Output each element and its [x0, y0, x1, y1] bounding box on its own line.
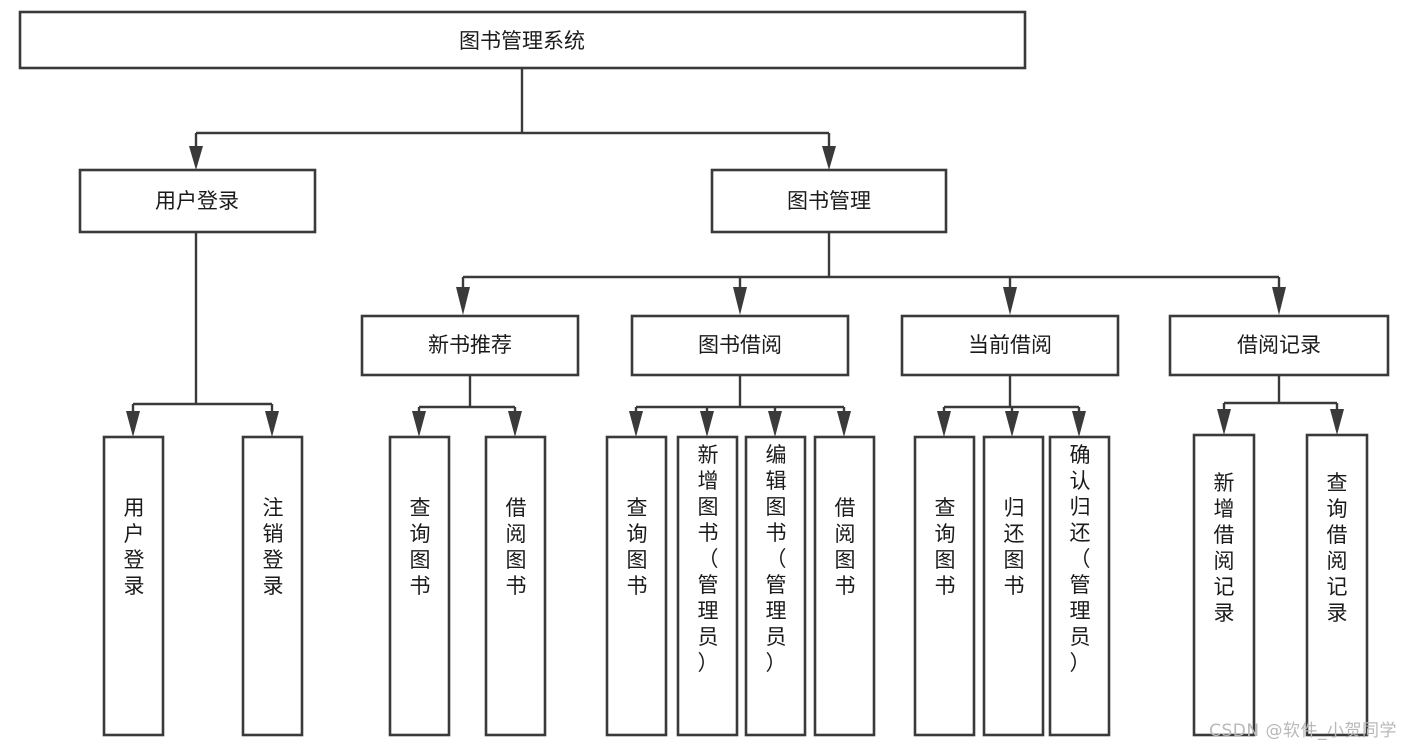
- arrow-leaf-borrow-book-2: [837, 411, 851, 437]
- edge-group-new-book-recommend: [412, 375, 522, 437]
- arrow-leaf-add-book: [700, 411, 714, 437]
- arrow-new-book-recommend: [456, 287, 470, 315]
- node-leaf-query-record[interactable]: 查询借阅记录: [1305, 433, 1369, 737]
- arrow-leaf-confirm-return: [1072, 411, 1086, 437]
- node-new-book-recommend-label: 新书推荐: [428, 333, 512, 357]
- node-leaf-return-book-label: 归还图书: [1004, 496, 1025, 598]
- node-book-borrow-box[interactable]: [630, 314, 850, 377]
- node-leaf-logout-login-label: 注销登录: [263, 496, 284, 598]
- node-leaf-add-book-label: 新增图书（管理员）: [698, 443, 719, 675]
- node-leaf-edit-book[interactable]: 编辑图书（管理员）: [744, 435, 807, 737]
- node-leaf-logout-login-box[interactable]: [241, 435, 304, 737]
- arrow-leaf-query-book-3: [937, 411, 951, 437]
- edge-group-user-login: [126, 232, 279, 437]
- node-leaf-return-book-box[interactable]: [982, 435, 1045, 737]
- node-leaf-query-book-3-box[interactable]: [913, 435, 976, 737]
- node-leaf-borrow-book-2-label: 借阅图书: [835, 496, 856, 598]
- arrow-leaf-query-book-1: [412, 411, 426, 437]
- arrow-book-manage: [822, 146, 836, 170]
- arrow-leaf-query-book-2: [629, 411, 643, 437]
- node-leaf-borrow-book-2[interactable]: 借阅图书: [813, 435, 876, 737]
- node-leaf-user-login[interactable]: 用户登录: [102, 435, 165, 737]
- node-leaf-query-record-label: 查询借阅记录: [1327, 471, 1348, 625]
- csdn-watermark: CSDN @软件_小贺同学: [1209, 721, 1397, 741]
- node-new-book-recommend-box[interactable]: [360, 314, 580, 377]
- node-leaf-add-record[interactable]: 新增借阅记录: [1192, 433, 1256, 737]
- arrow-borrow-record: [1272, 287, 1286, 315]
- node-leaf-borrow-book-2-box[interactable]: [813, 435, 876, 737]
- arrow-leaf-return-book: [1005, 411, 1019, 437]
- node-leaf-query-book-3-label: 查询图书: [935, 496, 956, 598]
- node-book-borrow[interactable]: 图书借阅: [630, 314, 850, 377]
- node-leaf-query-book-1[interactable]: 查询图书: [388, 435, 451, 737]
- node-leaf-edit-book-box[interactable]: [744, 435, 807, 737]
- node-current-borrow-label: 当前借阅: [968, 333, 1052, 357]
- node-leaf-confirm-return[interactable]: 确认归还（管理员）: [1048, 435, 1111, 737]
- node-leaf-query-book-2-label: 查询图书: [627, 496, 648, 598]
- node-leaf-query-book-3[interactable]: 查询图书: [913, 435, 976, 737]
- arrow-leaf-edit-book: [768, 411, 782, 437]
- node-current-borrow[interactable]: 当前借阅: [900, 314, 1120, 377]
- node-book-manage-box[interactable]: [710, 168, 948, 234]
- arrow-leaf-logout-login: [265, 411, 279, 437]
- node-root-label: 图书管理系统: [459, 29, 585, 53]
- node-leaf-user-login-label: 用户登录: [124, 496, 145, 598]
- node-leaf-query-record-box[interactable]: [1305, 433, 1369, 737]
- node-leaf-add-book[interactable]: 新增图书（管理员）: [676, 435, 739, 737]
- node-leaf-query-book-2[interactable]: 查询图书: [605, 435, 668, 737]
- node-leaf-borrow-book-1-box[interactable]: [484, 435, 547, 737]
- node-user-login-box[interactable]: [78, 168, 317, 234]
- node-leaf-logout-login[interactable]: 注销登录: [241, 435, 304, 737]
- arrow-current-borrow: [1003, 287, 1017, 315]
- node-leaf-return-book[interactable]: 归还图书: [982, 435, 1045, 737]
- edge-group-book-manage: [456, 232, 1286, 315]
- node-user-login-label: 用户登录: [155, 189, 239, 213]
- arrow-leaf-query-record: [1330, 409, 1344, 435]
- node-leaf-add-record-box[interactable]: [1192, 433, 1256, 737]
- node-leaf-edit-book-label: 编辑图书（管理员）: [766, 443, 787, 675]
- edge-group-root: [189, 68, 836, 170]
- arrow-user-login: [189, 146, 203, 170]
- node-book-borrow-label: 图书借阅: [698, 333, 782, 357]
- node-new-book-recommend[interactable]: 新书推荐: [360, 314, 580, 377]
- node-book-manage[interactable]: 图书管理: [710, 168, 948, 234]
- node-current-borrow-box[interactable]: [900, 314, 1120, 377]
- node-leaf-borrow-book-1-label: 借阅图书: [506, 496, 527, 598]
- edge-group-current-borrow: [937, 375, 1086, 437]
- edge-group-borrow-record: [1217, 375, 1344, 435]
- node-leaf-borrow-book-1[interactable]: 借阅图书: [484, 435, 547, 737]
- node-leaf-confirm-return-box[interactable]: [1048, 435, 1111, 737]
- node-borrow-record-label: 借阅记录: [1237, 333, 1321, 357]
- node-leaf-user-login-box[interactable]: [102, 435, 165, 737]
- node-leaf-confirm-return-label: 确认归还（管理员）: [1070, 443, 1091, 675]
- arrow-leaf-add-record: [1217, 409, 1231, 435]
- edge-group-book-borrow: [629, 375, 851, 437]
- node-leaf-add-book-box[interactable]: [676, 435, 739, 737]
- arrow-book-borrow: [733, 287, 747, 315]
- node-root[interactable]: 图书管理系统: [18, 10, 1027, 70]
- node-leaf-query-book-1-box[interactable]: [388, 435, 451, 737]
- node-leaf-add-record-label: 新增借阅记录: [1214, 471, 1235, 625]
- node-root-box[interactable]: [18, 10, 1027, 70]
- arrow-leaf-borrow-book-1: [508, 411, 522, 437]
- node-leaf-query-book-2-box[interactable]: [605, 435, 668, 737]
- node-borrow-record-box[interactable]: [1168, 314, 1390, 377]
- node-leaf-query-book-1-label: 查询图书: [410, 496, 431, 598]
- node-book-manage-label: 图书管理: [787, 189, 871, 213]
- arrow-leaf-user-login: [126, 411, 140, 437]
- node-borrow-record[interactable]: 借阅记录: [1168, 314, 1390, 377]
- node-user-login[interactable]: 用户登录: [78, 168, 317, 234]
